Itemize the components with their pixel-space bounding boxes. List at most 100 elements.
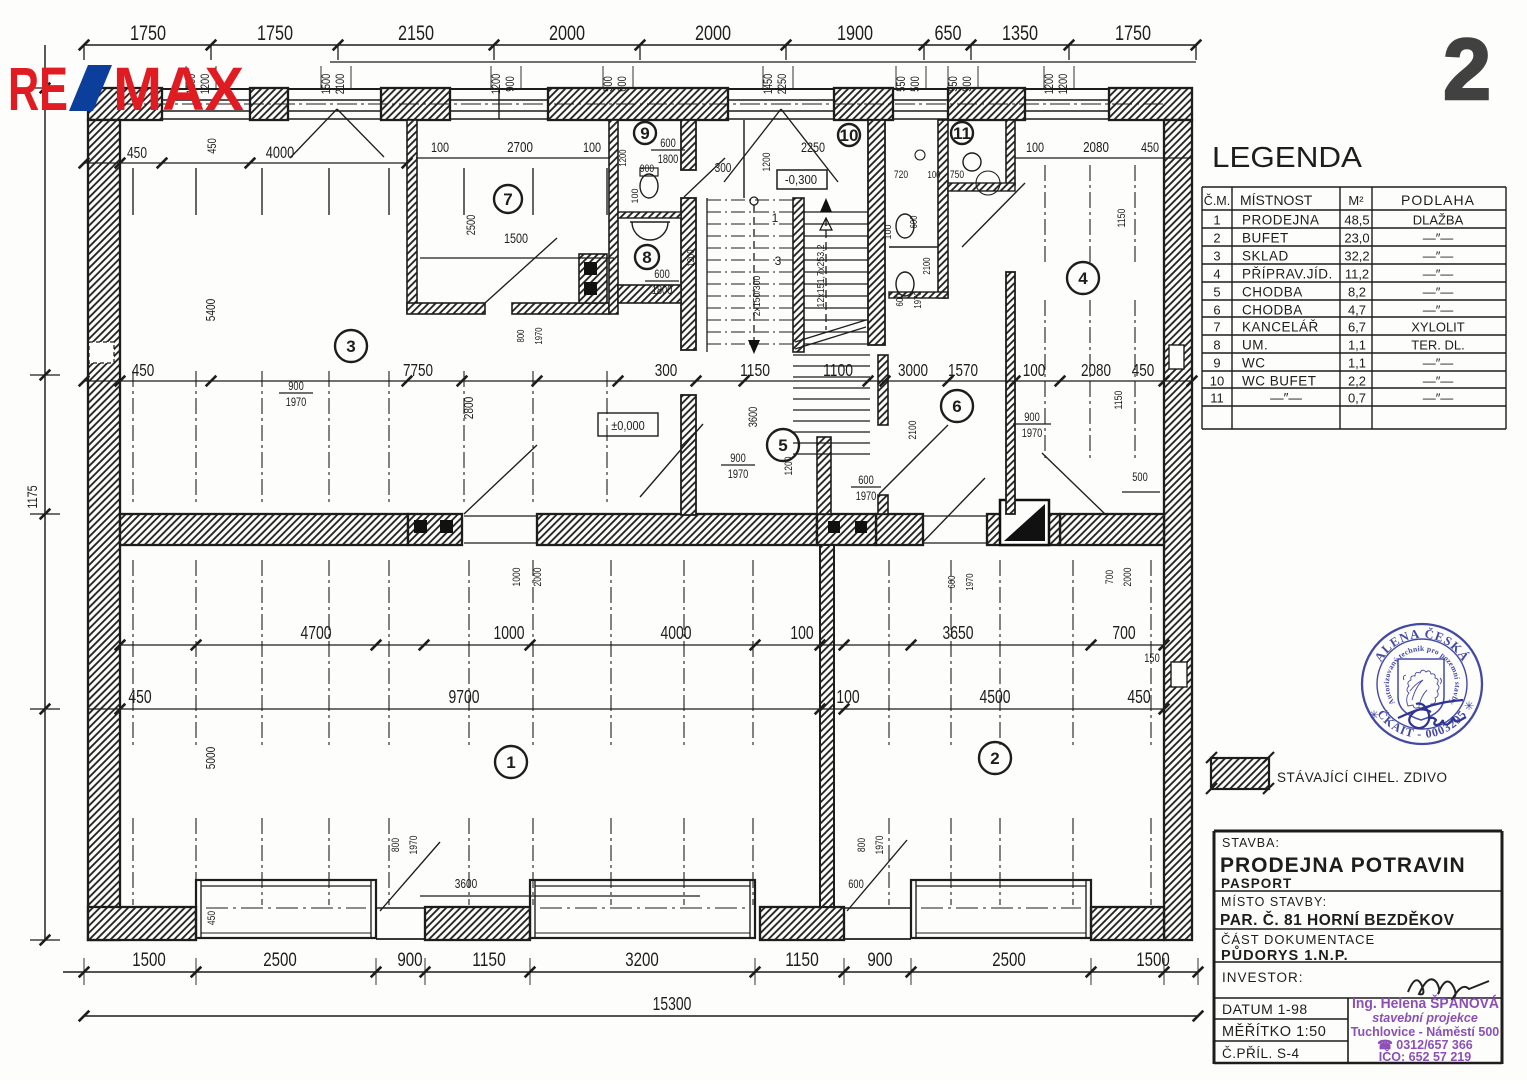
svg-text:—″—: —″— <box>1423 231 1454 246</box>
svg-text:720: 720 <box>894 169 908 181</box>
svg-text:2250: 2250 <box>775 73 789 94</box>
svg-text:2700: 2700 <box>507 139 533 156</box>
svg-text:Ing. Helena ŠPÁNOVÁ: Ing. Helena ŠPÁNOVÁ <box>1352 994 1499 1012</box>
svg-text:2000: 2000 <box>1122 568 1134 587</box>
svg-text:Č.M.: Č.M. <box>1204 193 1230 208</box>
svg-text:ČÁST DOKUMENTACE: ČÁST DOKUMENTACE <box>1221 932 1375 947</box>
svg-text:stavební projekce: stavební projekce <box>1372 1011 1478 1025</box>
svg-text:32,2: 32,2 <box>1344 249 1369 264</box>
svg-text:1970: 1970 <box>874 836 886 855</box>
svg-text:✳: ✳ <box>1464 699 1474 713</box>
svg-text:11: 11 <box>1210 391 1224 406</box>
svg-text:1150: 1150 <box>785 949 819 971</box>
svg-text:450: 450 <box>1132 360 1155 380</box>
svg-text:2: 2 <box>1443 22 1491 118</box>
svg-text:4000: 4000 <box>266 144 294 162</box>
svg-text:2: 2 <box>1213 231 1220 246</box>
svg-text:750: 750 <box>950 169 964 181</box>
svg-text:450: 450 <box>206 911 218 925</box>
svg-text:100: 100 <box>928 170 941 181</box>
svg-text:1750: 1750 <box>257 22 293 45</box>
svg-text:700: 700 <box>1104 570 1116 584</box>
svg-text:5: 5 <box>1213 285 1220 300</box>
svg-text:INVESTOR:: INVESTOR: <box>1222 970 1304 985</box>
svg-text:2x150/300: 2x150/300 <box>751 276 763 317</box>
svg-text:600: 600 <box>858 473 874 487</box>
svg-text:1500: 1500 <box>1136 949 1170 971</box>
svg-text:CHODBA: CHODBA <box>1242 285 1303 300</box>
svg-text:800: 800 <box>856 838 868 852</box>
svg-text:PAR. Č. 81 HORNÍ BEZDĚKOV: PAR. Č. 81 HORNÍ BEZDĚKOV <box>1220 911 1455 929</box>
svg-text:2800: 2800 <box>461 397 476 419</box>
svg-text:3600: 3600 <box>455 876 477 891</box>
svg-text:2000: 2000 <box>695 22 731 45</box>
svg-text:6: 6 <box>952 397 961 416</box>
svg-text:1200: 1200 <box>198 73 212 94</box>
svg-text:LEGENDA: LEGENDA <box>1212 142 1363 174</box>
svg-text:1450: 1450 <box>761 73 775 94</box>
svg-text:300: 300 <box>655 360 678 380</box>
svg-text:—″—: —″— <box>1423 356 1454 371</box>
svg-text:650: 650 <box>934 22 961 45</box>
svg-text:1200: 1200 <box>1056 73 1070 94</box>
svg-text:1750: 1750 <box>1115 22 1151 45</box>
svg-text:—″—: —″— <box>1423 391 1454 406</box>
svg-text:900: 900 <box>867 949 892 971</box>
svg-text:600: 600 <box>848 877 864 891</box>
svg-text:2500: 2500 <box>263 949 297 971</box>
svg-text:800: 800 <box>516 329 527 342</box>
svg-text:100: 100 <box>583 139 601 155</box>
svg-text:1200: 1200 <box>184 73 198 94</box>
svg-text:4000: 4000 <box>661 623 692 643</box>
svg-text:2080: 2080 <box>1081 360 1111 380</box>
svg-text:2150: 2150 <box>398 22 434 45</box>
svg-text:1200: 1200 <box>761 153 773 172</box>
svg-text:4,7: 4,7 <box>1348 303 1366 318</box>
svg-text:2100: 2100 <box>907 421 919 440</box>
svg-text:5000: 5000 <box>203 747 218 769</box>
svg-text:900: 900 <box>640 163 654 175</box>
svg-text:1150: 1150 <box>1116 209 1128 228</box>
svg-text:1: 1 <box>1213 213 1220 228</box>
svg-text:100: 100 <box>1023 360 1046 380</box>
svg-text:450: 450 <box>128 687 151 707</box>
svg-text:WC BUFET: WC BUFET <box>1242 374 1317 389</box>
svg-text:1570: 1570 <box>948 360 978 380</box>
svg-text:450: 450 <box>205 138 219 154</box>
svg-text:900: 900 <box>288 379 304 393</box>
svg-text:1970: 1970 <box>856 489 877 503</box>
svg-text:1200: 1200 <box>1042 73 1056 94</box>
svg-text:6: 6 <box>1213 303 1220 318</box>
svg-text:9: 9 <box>640 124 649 143</box>
svg-text:600: 600 <box>947 575 958 588</box>
svg-text:UM.: UM. <box>1242 338 1268 353</box>
svg-text:450: 450 <box>1141 139 1159 155</box>
svg-text:0,7: 0,7 <box>1348 391 1366 406</box>
svg-text:—″—: —″— <box>1423 249 1454 264</box>
svg-text:—″—: —″— <box>1423 374 1454 389</box>
svg-text:3: 3 <box>346 337 355 356</box>
svg-text:11,2: 11,2 <box>1345 267 1369 282</box>
svg-text:100: 100 <box>630 188 640 203</box>
svg-text:2000: 2000 <box>549 22 585 45</box>
svg-text:3: 3 <box>775 254 782 268</box>
svg-text:PŘÍPRAV.JÍD.: PŘÍPRAV.JÍD. <box>1242 267 1333 282</box>
svg-text:2,2: 2,2 <box>1348 374 1366 389</box>
svg-text:1175: 1175 <box>25 485 40 508</box>
svg-text:2100: 2100 <box>333 73 347 94</box>
svg-text:1900: 1900 <box>837 22 873 45</box>
svg-text:1970: 1970 <box>286 395 307 409</box>
svg-text:BUFET: BUFET <box>1242 231 1289 246</box>
svg-text:1200: 1200 <box>783 457 795 476</box>
svg-text:7: 7 <box>1213 320 1220 335</box>
svg-text:450: 450 <box>132 360 155 380</box>
svg-text:—″—: —″— <box>1423 303 1454 318</box>
svg-text:4: 4 <box>1078 269 1088 288</box>
svg-text:1750: 1750 <box>130 22 166 45</box>
svg-text:TER. DL.: TER. DL. <box>1411 338 1464 353</box>
svg-text:RE: RE <box>8 55 68 123</box>
svg-text:600: 600 <box>615 76 629 92</box>
svg-text:1970: 1970 <box>965 573 976 591</box>
svg-text:600: 600 <box>660 136 676 150</box>
svg-text:3600: 3600 <box>746 406 760 427</box>
